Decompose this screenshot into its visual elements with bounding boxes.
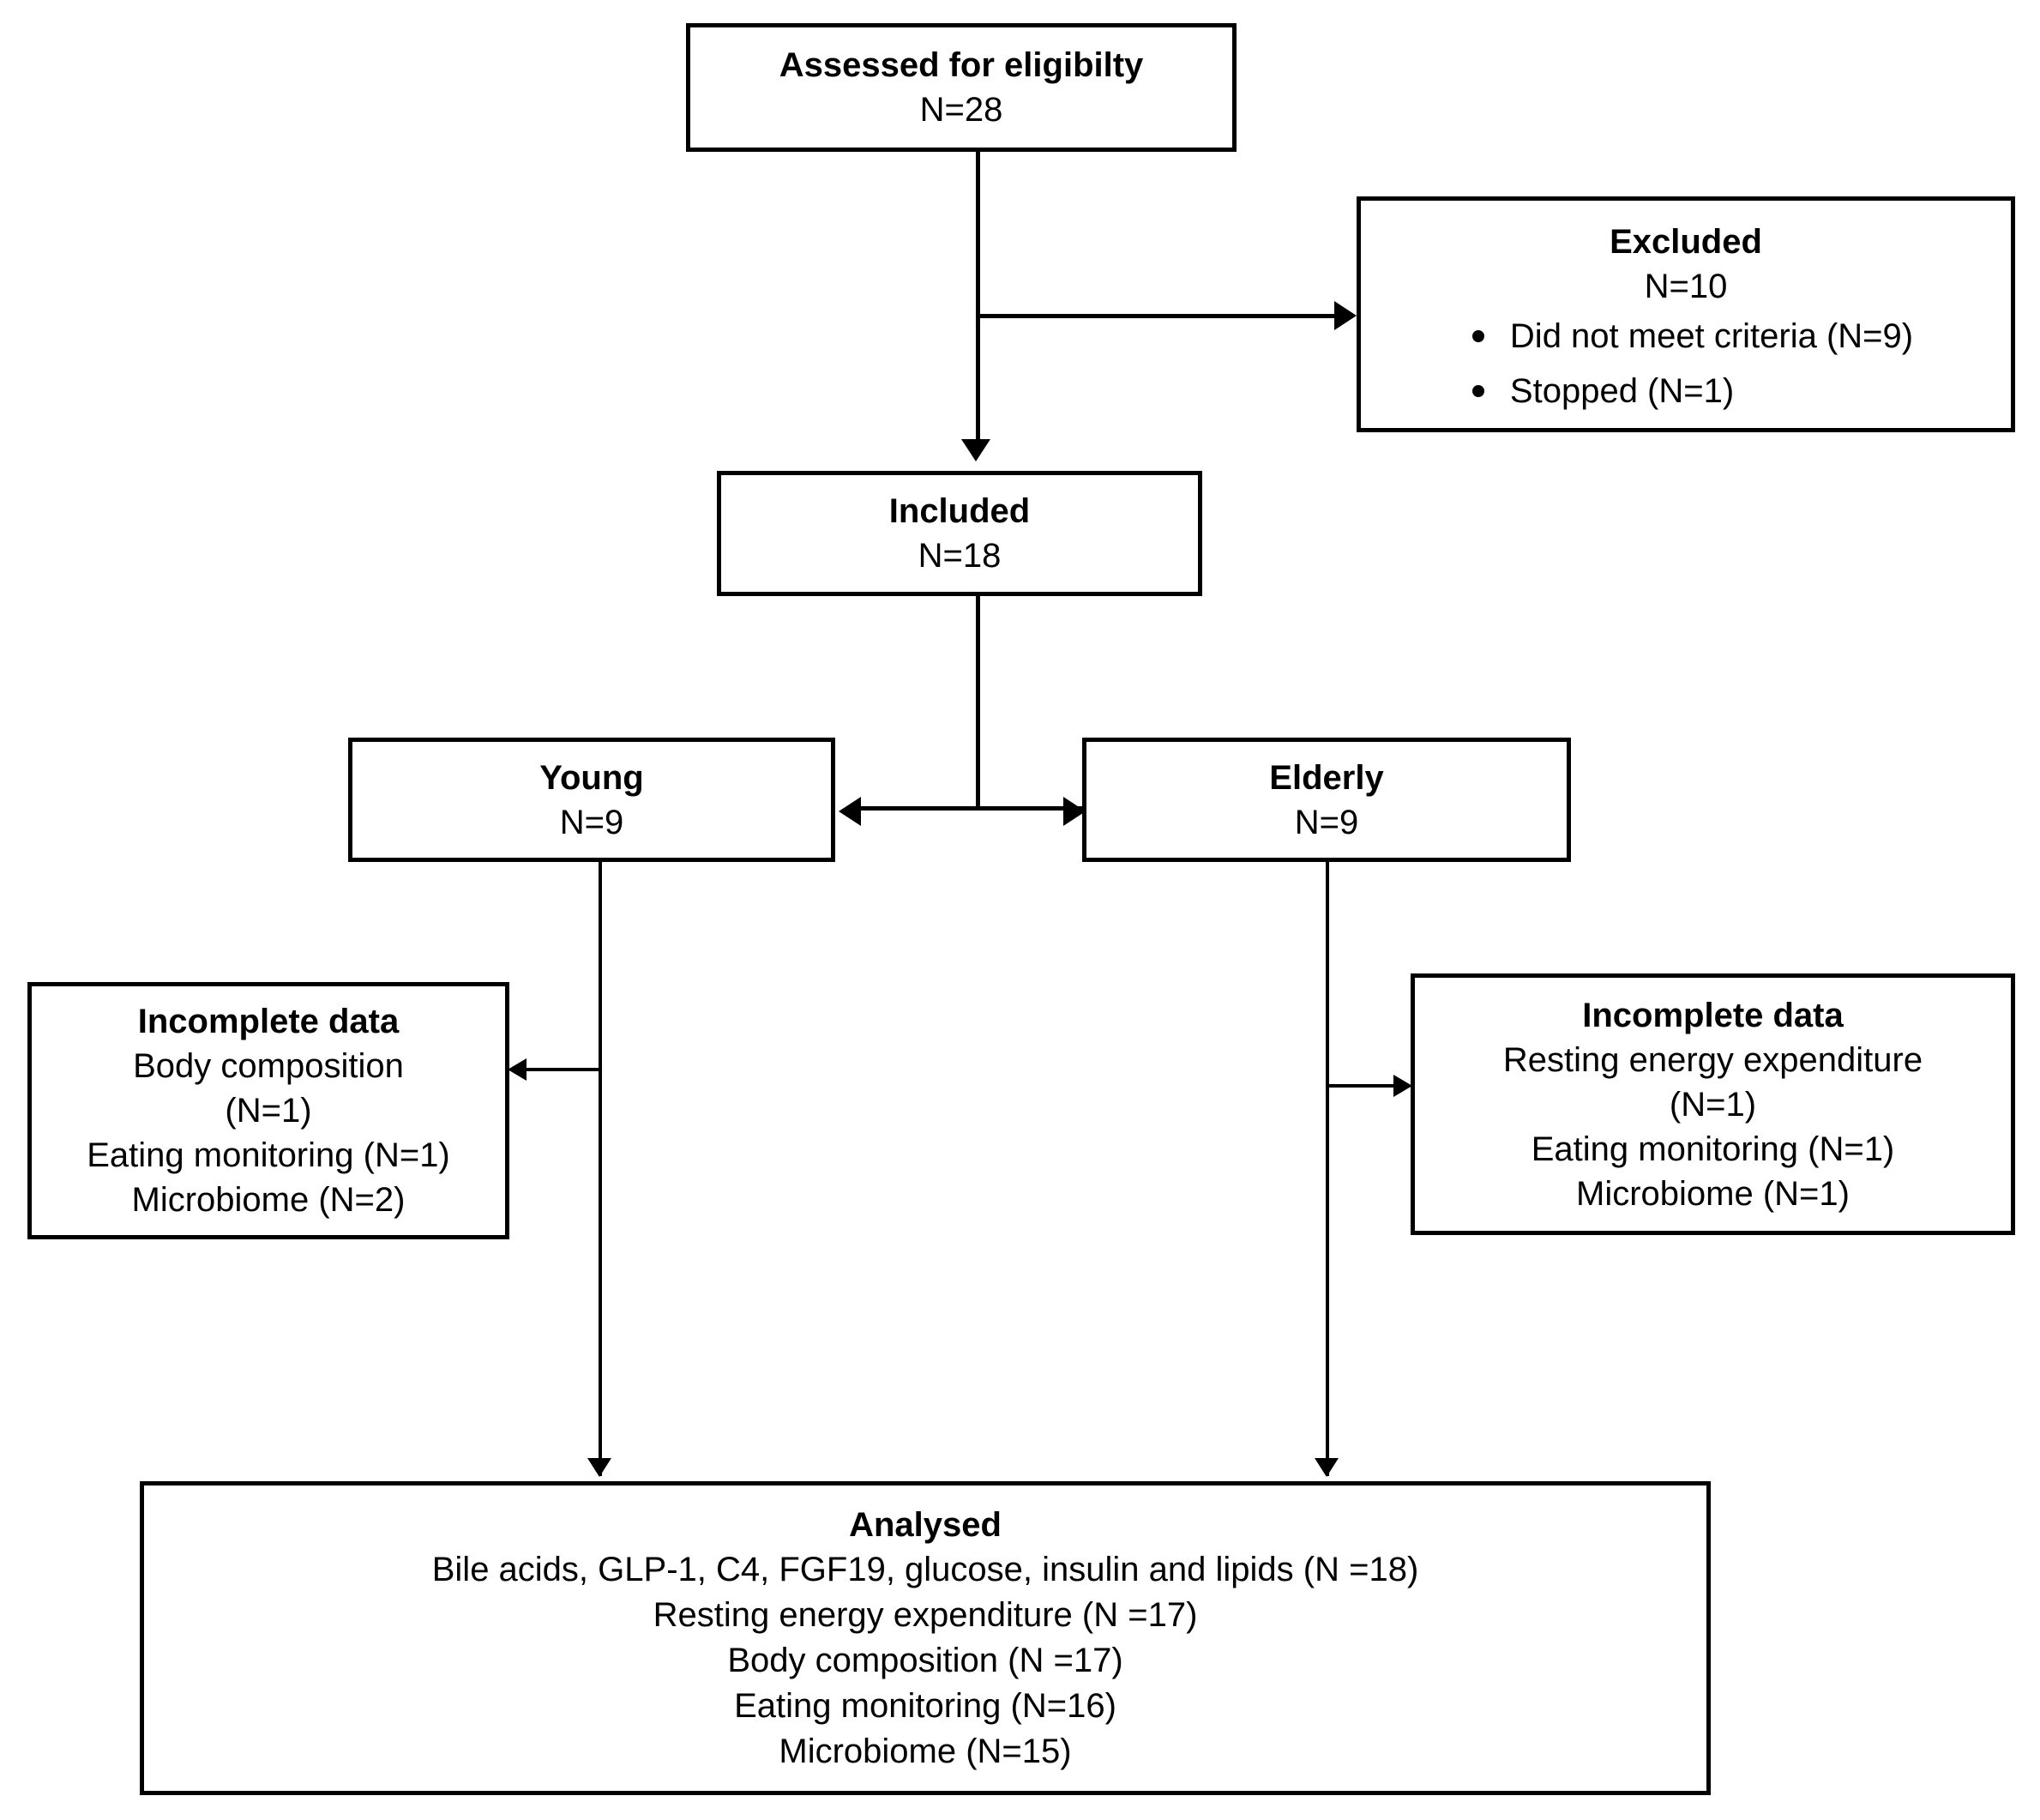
arrowhead-into-elderly — [1063, 797, 1086, 826]
arrowhead-into-incomplete-young — [508, 1058, 527, 1081]
box-included-count: N=18 — [918, 537, 1002, 575]
box-analysed: Analysed Bile acids, GLP-1, C4, FGF19, g… — [140, 1481, 1711, 1795]
box-young-title: Young — [539, 758, 644, 797]
box-elderly-title: Elderly — [1269, 758, 1384, 797]
box-incomplete-data-elderly: Incomplete data Resting energy expenditu… — [1411, 973, 2015, 1235]
box-excluded-reason-0: Did not meet criteria (N=9) — [1509, 317, 1914, 355]
box-included: Included N=18 — [717, 471, 1202, 596]
box-excluded-count: N=10 — [1644, 268, 1728, 305]
box-assessed-count: N=28 — [919, 91, 1003, 129]
box-incomplete-elderly-line-1: (N=1) — [1669, 1085, 1757, 1124]
box-young-count: N=9 — [559, 803, 624, 841]
list-item: Stopped (N=1) — [1459, 369, 1913, 413]
box-excluded-reason-1: Stopped (N=1) — [1509, 372, 1735, 410]
connector-included-to-groups — [976, 596, 980, 809]
box-incomplete-young-line-3: Microbiome (N=2) — [131, 1181, 406, 1219]
connector-assessed-to-included-lower — [976, 319, 980, 439]
box-incomplete-young-title: Incomplete data — [137, 1003, 400, 1040]
arrowhead-into-excluded — [1334, 301, 1357, 330]
box-analysed-line-2: Body composition (N =17) — [727, 1642, 1123, 1679]
box-elderly-count: N=9 — [1294, 803, 1359, 841]
connector-young-elderly — [858, 806, 1082, 811]
box-included-title: Included — [888, 492, 1031, 530]
box-assessed-title: Assessed for eligibilty — [779, 46, 1144, 84]
box-incomplete-young-line-2: Eating monitoring (N=1) — [87, 1136, 450, 1174]
bullet-icon — [1471, 385, 1484, 397]
box-incomplete-elderly-line-0: Resting energy expenditure — [1502, 1040, 1923, 1079]
connector-assessed-to-excluded — [976, 314, 1336, 318]
box-incomplete-data-young: Incomplete data Body composition (N=1) E… — [27, 982, 509, 1239]
box-excluded: Excluded N=10 Did not meet criteria (N=9… — [1357, 196, 2015, 432]
box-analysed-title: Analysed — [849, 1505, 1002, 1544]
list-item: Did not meet criteria (N=9) — [1459, 314, 1913, 359]
box-incomplete-young-line-0: Body composition — [133, 1047, 404, 1085]
connector-assessed-to-included-upper — [976, 152, 980, 319]
box-analysed-line-3: Eating monitoring (N=16) — [734, 1686, 1116, 1725]
arrowhead-into-young — [839, 797, 861, 826]
box-incomplete-elderly-line-3: Microbiome (N=1) — [1576, 1174, 1850, 1213]
connector-young-to-analysed — [599, 862, 602, 1476]
box-analysed-line-4: Microbiome (N=15) — [779, 1732, 1072, 1770]
connector-elderly-to-incomplete — [1329, 1084, 1398, 1088]
bullet-icon — [1471, 330, 1484, 342]
arrowhead-into-included — [961, 439, 990, 461]
arrowhead-young-into-analysed — [587, 1458, 611, 1477]
box-excluded-reason-list: Did not meet criteria (N=9) Stopped (N=1… — [1459, 314, 1913, 424]
box-incomplete-elderly-line-2: Eating monitoring (N=1) — [1531, 1130, 1895, 1168]
connector-elderly-to-analysed — [1326, 862, 1329, 1476]
box-assessed-for-eligibility: Assessed for eligibilty N=28 — [686, 23, 1237, 152]
box-young: Young N=9 — [348, 738, 835, 862]
box-analysed-line-0: Bile acids, GLP-1, C4, FGF19, glucose, i… — [431, 1551, 1419, 1589]
arrowhead-elderly-into-analysed — [1315, 1458, 1339, 1477]
box-incomplete-elderly-title: Incomplete data — [1582, 996, 1844, 1034]
arrowhead-into-incomplete-elderly — [1393, 1075, 1412, 1097]
box-excluded-title: Excluded — [1610, 223, 1762, 261]
box-incomplete-young-line-1: (N=1) — [225, 1092, 312, 1130]
box-analysed-line-1: Resting energy expenditure (N =17) — [653, 1596, 1198, 1635]
connector-young-to-incomplete — [525, 1068, 600, 1071]
box-elderly: Elderly N=9 — [1082, 738, 1571, 862]
